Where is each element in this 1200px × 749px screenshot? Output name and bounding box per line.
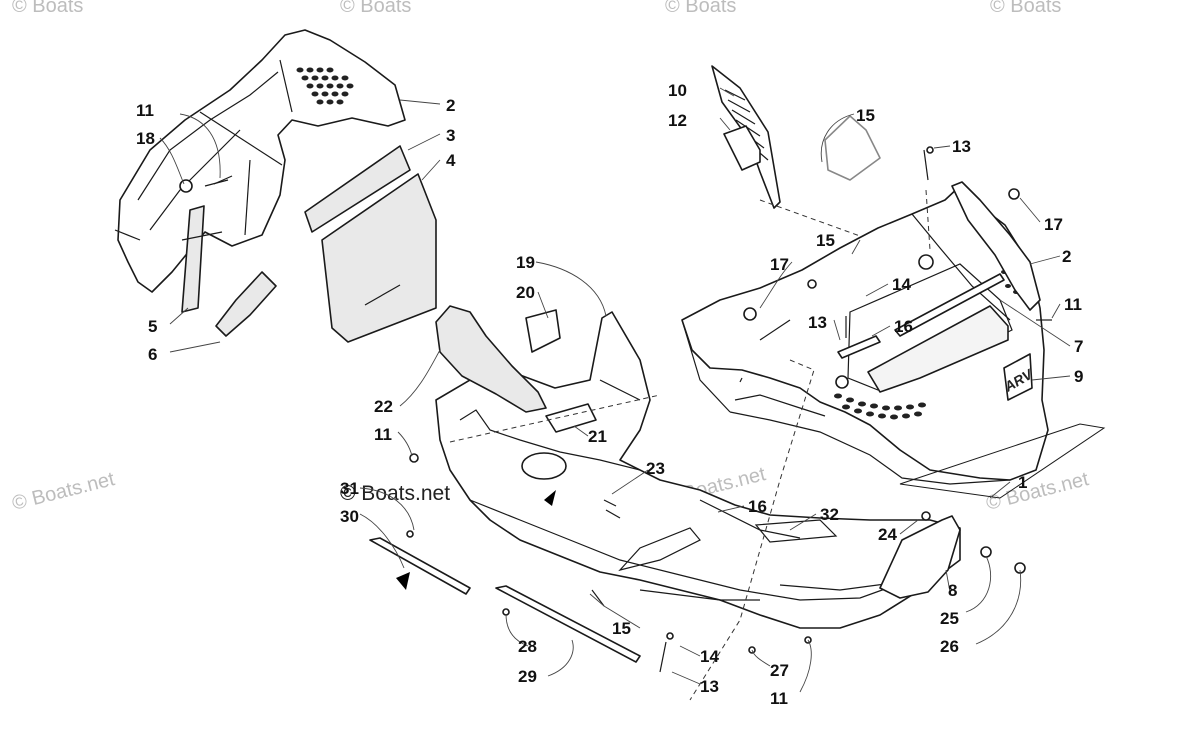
callout-27: 27 [770,661,789,680]
callout-2-left: 2 [446,96,455,115]
callout-9: 9 [1074,367,1083,386]
bar-29 [495,585,641,663]
hardware-fasteners [213,146,1052,673]
callout-24: 24 [878,525,897,544]
callout-22: 22 [374,397,393,416]
bar-30 [369,537,471,595]
foam-block-22 [435,305,547,413]
callout-3: 3 [446,126,455,145]
arrow-marker [544,490,556,506]
callout-19: 19 [516,253,535,272]
callout-32: 32 [820,505,839,524]
callout-30: 30 [340,507,359,526]
bracket-12 [723,125,761,171]
callout-21: 21 [588,427,607,446]
insulation-pad-4 [321,173,437,343]
watermark-top-left: © Boats [12,0,83,17]
callout-7: 7 [1074,337,1083,356]
callout-10: 10 [668,81,687,100]
belly-pan [435,309,961,629]
callout-5: 5 [148,317,157,336]
callout-11-right: 11 [1064,295,1082,314]
callout-14-bottom: 14 [700,647,719,666]
callout-15-bottom: 15 [612,619,631,638]
callout-16-top: 16 [894,317,913,336]
callout-16-bottom: 16 [748,497,767,516]
callout-26: 26 [940,637,959,656]
callout-14-top: 14 [892,275,911,294]
callout-28: 28 [518,637,537,656]
callout-31: 31 [340,479,359,498]
callout-13-middle: 13 [808,313,827,332]
callout-8: 8 [948,581,957,600]
leader-lines [159,87,1071,693]
callout-11-bottom: 11 [770,689,788,708]
callout-17-right: 17 [1044,215,1063,234]
insulation-strip-3 [304,145,411,233]
callout-1: 1 [1018,473,1027,492]
bumper-8 [879,515,961,599]
callout-13-top: 13 [952,137,971,156]
callout-20: 20 [516,283,535,302]
watermark-center: © Boats.net [340,482,450,505]
watermark-top-center-right: © Boats [665,0,736,17]
insulation-strip-6 [215,271,277,337]
callout-15-middle: 15 [816,231,835,250]
assembly-lines [181,189,1106,701]
callout-29: 29 [518,667,537,686]
watermark-left: © Boats.net [10,468,117,515]
callout-4: 4 [446,151,456,170]
callout-23: 23 [646,459,665,478]
vent-grille-10 [711,65,781,209]
callout-15-top: 15 [856,106,875,125]
watermark-top-center: © Boats [340,0,411,17]
callout-2-right: 2 [1062,247,1071,266]
callout-12: 12 [668,111,687,130]
callout-18: 18 [136,129,155,148]
callout-13-bottom: 13 [700,677,719,696]
left-panel-vents [296,67,354,105]
callout-25: 25 [940,609,959,628]
callout-6: 6 [148,345,157,364]
callout-11-top-left: 11 [136,101,154,120]
callout-17-middle: 17 [770,255,789,274]
strap-16 [837,335,881,359]
insulation-strip-5 [181,205,205,313]
watermark-top-right: © Boats [990,0,1061,17]
arrow-marker-2 [396,572,410,590]
callout-11-center: 11 [374,425,392,444]
right-side-panel [951,181,1041,311]
clear-panel-15 [824,115,881,181]
front-hood: ARV [681,185,1049,485]
strip-7 [894,273,1005,337]
